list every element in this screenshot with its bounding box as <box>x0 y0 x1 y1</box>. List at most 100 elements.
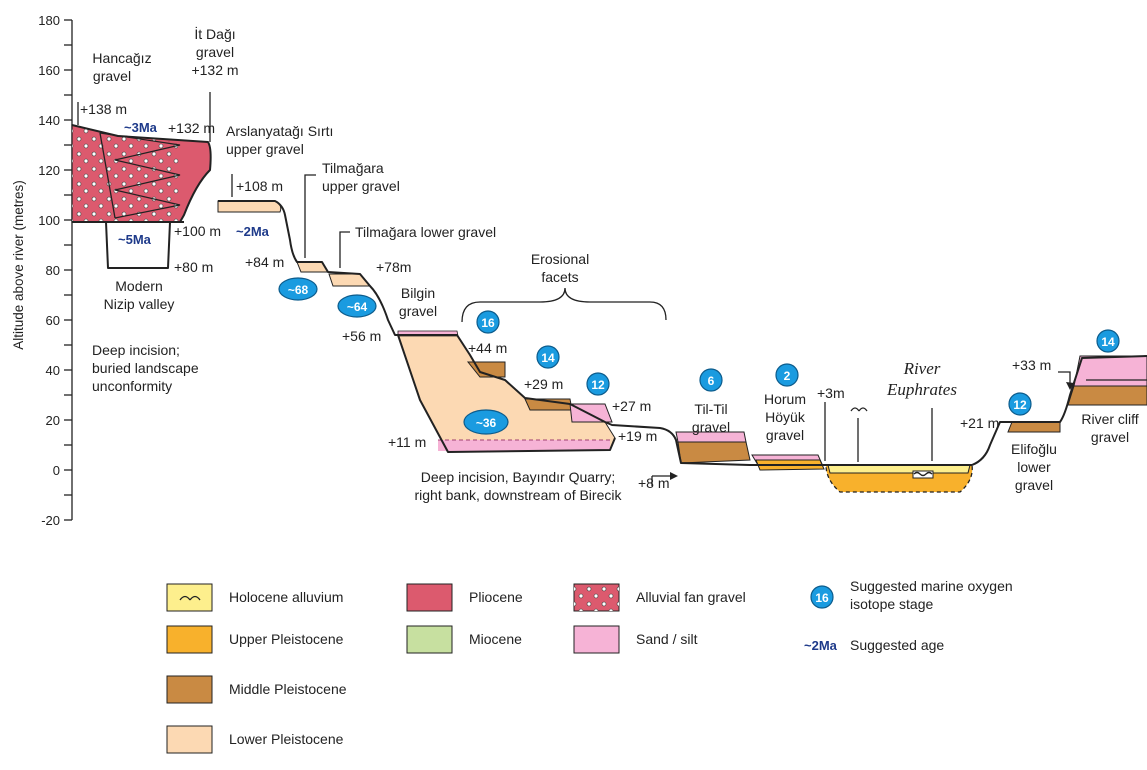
horum-label: Horum <box>764 391 806 407</box>
height-label: +100 m <box>174 223 221 239</box>
leader-lines <box>77 92 1074 486</box>
legend-badge-text: 16 <box>815 591 829 605</box>
legend-swatch-sand <box>573 625 620 654</box>
age-label: ~5Ma <box>118 232 152 247</box>
unit-labels: Hancağız gravel İt Dağı gravel +132 m Ar… <box>92 25 1139 503</box>
y-tick-label: 40 <box>46 363 60 378</box>
height-label: +56 m <box>342 328 381 344</box>
bilgin-label: Bilgin <box>401 285 435 301</box>
age-labels: ~3Ma ~5Ma ~2Ma <box>118 120 270 247</box>
height-label: +19 m <box>618 428 657 444</box>
badge-circle <box>536 345 560 369</box>
modern-valley-profile <box>105 221 171 269</box>
legend-label: Suggested marine oxygen <box>850 578 1013 594</box>
elifoglu-unit <box>1007 421 1061 433</box>
legend-swatch-pliocene <box>406 583 453 612</box>
legend: Holocene alluvium Upper Pleistocene Midd… <box>166 578 1013 754</box>
erosional-label: Erosional <box>531 251 589 267</box>
cliff-label: gravel <box>1091 429 1129 445</box>
y-tick-label: 120 <box>38 163 60 178</box>
terrain-profile <box>71 124 1147 466</box>
cliff-label: River cliff <box>1081 411 1138 427</box>
fan-zigzag <box>99 132 181 219</box>
erosional-label: facets <box>541 269 578 285</box>
tiltil-label: gravel <box>692 419 730 435</box>
badge-circle <box>699 368 723 392</box>
height-label: +132 m <box>168 120 215 136</box>
height-label: +27 m <box>612 398 651 414</box>
age-label: ~3Ma <box>124 120 158 135</box>
cliff-sand-silt <box>1073 355 1147 387</box>
legend-swatch-holocene <box>166 583 213 612</box>
modern-label: Modern <box>115 278 162 294</box>
legend-label: Pliocene <box>469 589 523 605</box>
badge-circle <box>476 310 500 334</box>
hancagiz-label: Hancağız <box>92 50 151 66</box>
legend-label: Upper Pleistocene <box>229 631 344 647</box>
height-labels: +138 m +132 m +108 m +100 m +80 m +84 m … <box>80 101 1051 491</box>
y-tick-label: 140 <box>38 113 60 128</box>
y-tick-label: 180 <box>38 13 60 28</box>
itdagi-label: gravel <box>196 44 234 60</box>
badge-text: 16 <box>481 316 495 330</box>
deep2-label: right bank, downstream of Birecik <box>415 487 623 503</box>
deep1-label: unconformity <box>92 378 172 394</box>
lower-pleistocene-108 <box>217 200 282 213</box>
deep-incision-profile <box>397 334 616 453</box>
badge-circle <box>586 372 610 396</box>
legend-swatch-middle-pleistocene <box>166 675 213 704</box>
height-label: +80 m <box>174 259 213 275</box>
alluvial-fan-gravel <box>72 125 180 222</box>
legend-label: Sand / silt <box>636 631 698 647</box>
tilm-upper-label: upper gravel <box>322 178 400 194</box>
badge-oval <box>463 409 509 435</box>
legend-label: Middle Pleistocene <box>229 681 347 697</box>
arslan-label: Arslanyatağı Sırtı <box>226 123 333 139</box>
badge-text: ~68 <box>288 283 309 297</box>
tiltil-label: Til-Til <box>694 401 727 417</box>
legend-label: Alluvial fan gravel <box>636 589 746 605</box>
y-tick-label: -20 <box>41 513 60 528</box>
height-label: +3m <box>817 385 845 401</box>
tilm-upper-label: Tilmağara <box>322 160 384 176</box>
height-label: +11 m <box>388 434 426 450</box>
y-tick-label: 160 <box>38 63 60 78</box>
horum-label: Höyük <box>765 409 806 425</box>
y-tick-label: 0 <box>53 463 60 478</box>
deep1-label: Deep incision; <box>92 342 180 358</box>
legend-swatch-upper-pleistocene <box>166 625 213 654</box>
y-tick-label: 80 <box>46 263 60 278</box>
hancagiz-label: gravel <box>93 68 131 84</box>
legend-age-sample: ~2Ma <box>804 638 838 653</box>
elif-label: lower <box>1017 459 1051 475</box>
badge-oval <box>337 294 377 318</box>
badge-text: 14 <box>1101 335 1115 349</box>
badge-text: 14 <box>541 351 555 365</box>
badge-circle <box>1008 392 1032 416</box>
sand-silt-bayindir <box>438 440 610 451</box>
elif-label: gravel <box>1015 477 1053 493</box>
bilgin-label: gravel <box>399 303 437 319</box>
height-label: +29 m <box>524 376 563 392</box>
height-label: +33 m <box>1012 357 1051 373</box>
y-axis-title: Altitude above river (metres) <box>11 180 26 350</box>
holocene-symbol <box>179 595 201 601</box>
height-label: +21 m <box>960 415 999 431</box>
badge-circle <box>775 363 799 387</box>
legend-label: Miocene <box>469 631 522 647</box>
height-label: +78m <box>376 259 411 275</box>
y-tick-label: 100 <box>38 213 60 228</box>
legend-label: isotope stage <box>850 596 933 612</box>
y-tick-label: 20 <box>46 413 60 428</box>
y-tick-label: 60 <box>46 313 60 328</box>
height-label: +108 m <box>236 178 283 194</box>
badge-text: ~36 <box>476 416 497 430</box>
arslan-label: upper gravel <box>226 141 304 157</box>
badge-text: 6 <box>708 374 715 388</box>
itdagi-label: İt Dağı <box>194 25 235 42</box>
badge-text: 2 <box>784 369 791 383</box>
holocene-alluvium <box>827 464 971 474</box>
elif-label: Elifoğlu <box>1011 441 1057 457</box>
